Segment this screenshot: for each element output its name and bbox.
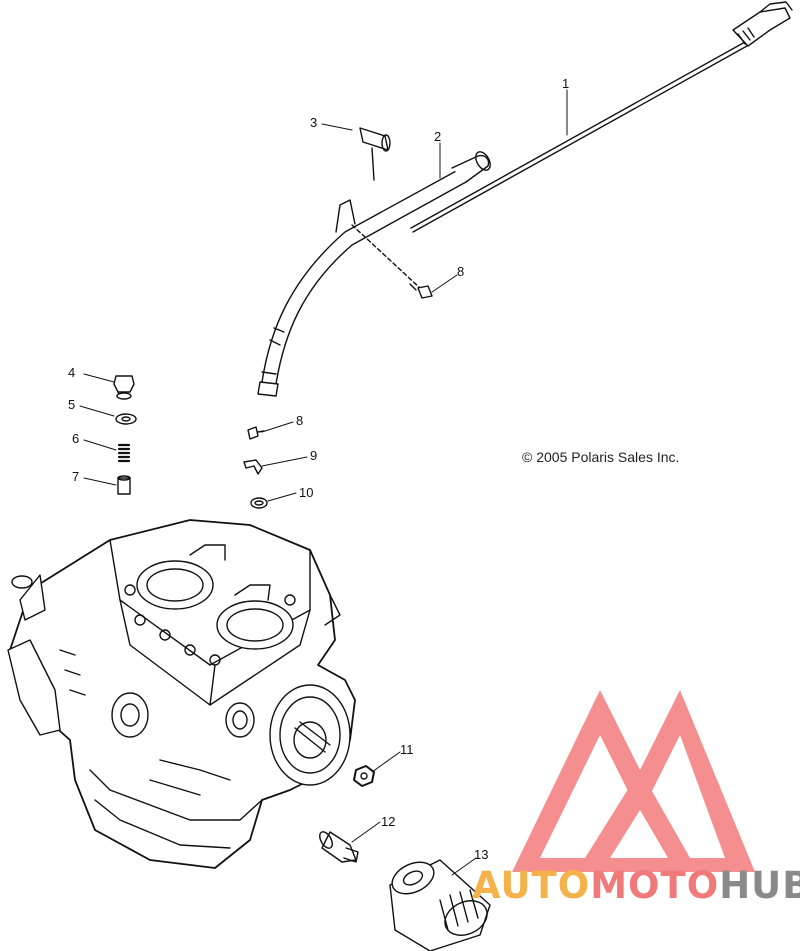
watermark-logo: AUTOMOTOHUB <box>472 690 800 907</box>
fitting <box>319 831 359 863</box>
callout-2: 2 <box>434 129 441 144</box>
watermark-triangle-icon <box>512 690 755 872</box>
watermark-text-moto: MOTO <box>590 864 719 907</box>
callout-4: 4 <box>68 365 75 380</box>
callout-8-lower: 8 <box>296 413 303 428</box>
bolt-upper <box>351 224 433 299</box>
relief-valve-parts <box>113 375 137 495</box>
callout-6: 6 <box>72 431 79 446</box>
bolt-bracket-oring <box>243 426 268 509</box>
callout-3: 3 <box>310 115 317 130</box>
dipstick-tube <box>257 151 491 397</box>
tube-clip <box>359 127 391 181</box>
dipstick <box>410 1 793 233</box>
callout-labels: 1 2 3 4 5 6 7 8 8 9 10 11 12 13 <box>68 76 569 862</box>
callout-1: 1 <box>562 76 569 91</box>
svg-text:AUTOMOTOHUB: AUTOMOTOHUB <box>472 864 800 907</box>
nut <box>353 765 375 787</box>
callout-8-upper: 8 <box>457 264 464 279</box>
leader-lines <box>79 89 568 876</box>
engine-crankcase <box>7 519 356 869</box>
callout-13: 13 <box>474 847 488 862</box>
copyright-text: © 2005 Polaris Sales Inc. <box>522 449 680 465</box>
callout-7: 7 <box>72 469 79 484</box>
oil-filter <box>389 859 491 951</box>
callout-10: 10 <box>299 485 313 500</box>
callout-12: 12 <box>381 814 395 829</box>
callout-5: 5 <box>68 397 75 412</box>
watermark-text-hub: HUB <box>719 864 800 907</box>
watermark-text-auto: AUTO <box>472 864 590 907</box>
callout-9: 9 <box>310 448 317 463</box>
callout-11: 11 <box>400 742 414 757</box>
